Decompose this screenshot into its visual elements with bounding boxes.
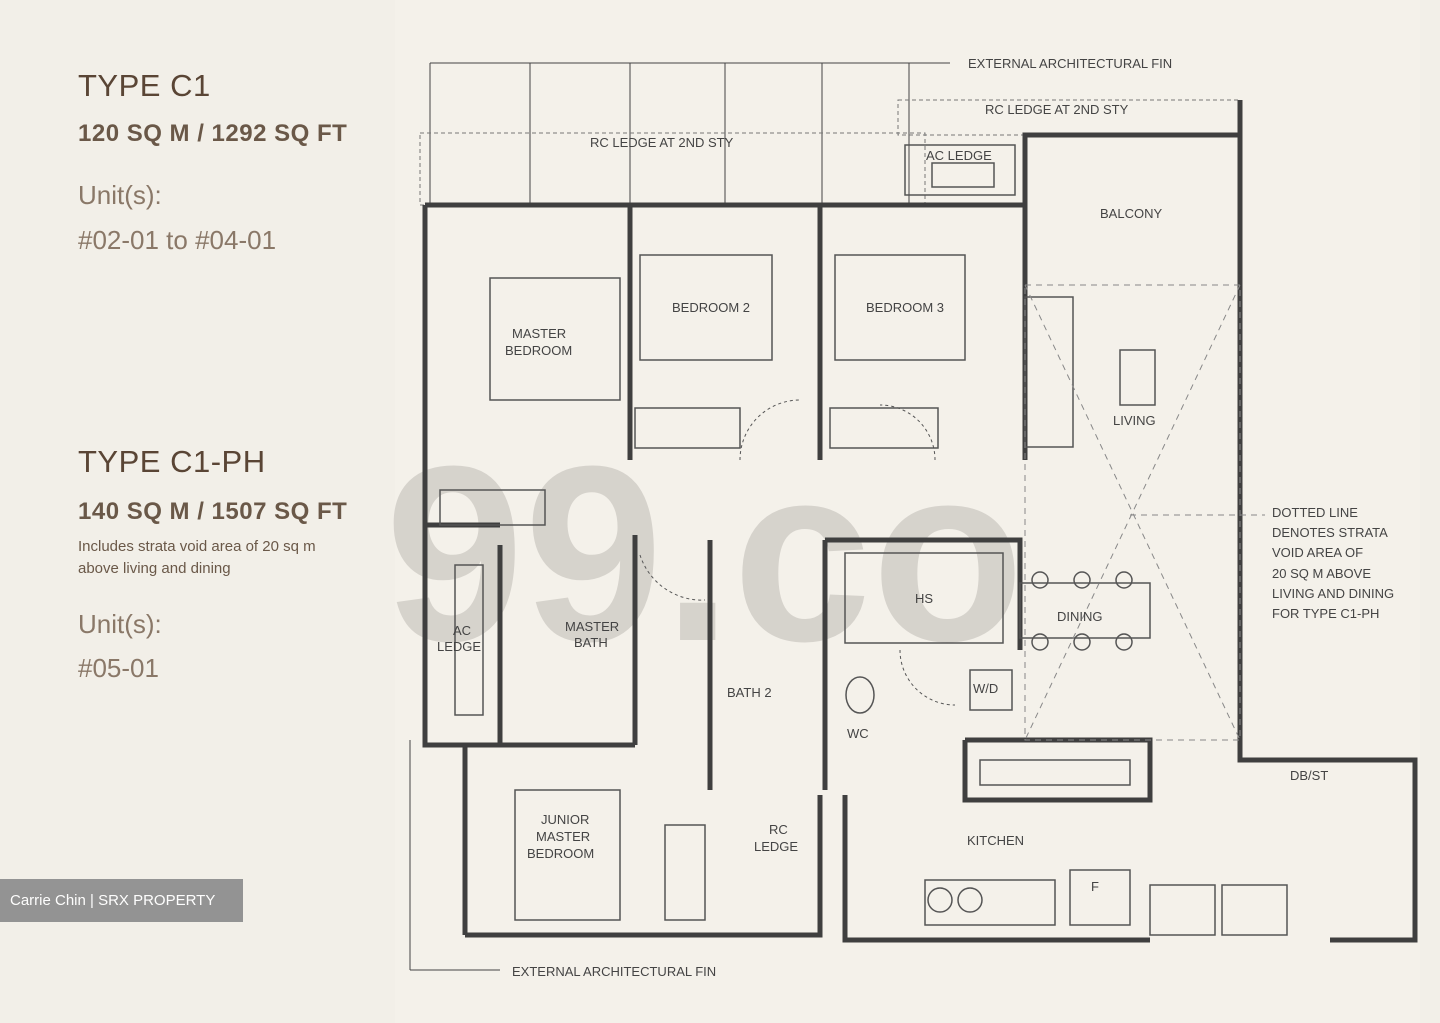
label-master-bath-1: MASTER — [565, 619, 619, 634]
type-c1-units: #02-01 to #04-01 — [78, 225, 277, 255]
label-ac-ledge-left-1: AC — [453, 623, 471, 638]
credit-badge: Carrie Chin | SRX PROPERTY — [0, 879, 243, 922]
dotted-note-line-3: VOID AREA OF — [1272, 545, 1363, 560]
type-c1-ph-units: #05-01 — [78, 653, 159, 683]
label-dbst: DB/ST — [1290, 768, 1328, 783]
dotted-note-line-6: FOR TYPE C1-PH — [1272, 606, 1379, 621]
type-c1-ph-note-2: above living and dining — [78, 560, 231, 577]
label-kitchen: KITCHEN — [967, 833, 1024, 848]
type-c1-ph-note-1: Includes strata void area of 20 sq m — [78, 538, 316, 555]
label-rc-ledge-2nd-b: RC LEDGE AT 2ND STY — [985, 102, 1129, 117]
label-rc-ledge-2nd-a: RC LEDGE AT 2ND STY — [590, 135, 734, 150]
strata-void-outline — [1024, 284, 1265, 741]
label-master-bath-2: BATH — [574, 635, 608, 650]
label-ac-ledge-top: AC LEDGE — [926, 148, 992, 163]
furniture — [439, 144, 1288, 936]
label-external-fin-top: EXTERNAL ARCHITECTURAL FIN — [968, 56, 1172, 71]
label-bath-2: BATH 2 — [727, 685, 772, 700]
label-fridge: F — [1091, 879, 1099, 894]
label-bedroom-3: BEDROOM 3 — [866, 300, 944, 315]
type-c1-area: 120 SQ M / 1292 SQ FT — [78, 120, 348, 147]
dotted-note-line-1: DOTTED LINE — [1272, 505, 1358, 520]
type-c1-ph-area: 140 SQ M / 1507 SQ FT — [78, 498, 348, 525]
type-c1-ph-units-label: Unit(s): — [78, 609, 162, 639]
label-living: LIVING — [1113, 413, 1156, 428]
type-c1-ph-title: TYPE C1-PH — [78, 444, 266, 479]
type-c1-title: TYPE C1 — [78, 68, 211, 103]
dimension-lines — [409, 62, 950, 971]
label-master-bedroom-1: MASTER — [512, 326, 566, 341]
label-junior-2: MASTER — [536, 829, 590, 844]
label-rc-ledge-1: RC — [769, 822, 788, 837]
floorplan-background — [395, 0, 1420, 1023]
door-arcs — [639, 399, 956, 706]
label-bedroom-2: BEDROOM 2 — [672, 300, 750, 315]
type-c1-units-label: Unit(s): — [78, 180, 162, 210]
label-hs: HS — [915, 591, 933, 606]
label-ac-ledge-left-2: LEDGE — [437, 639, 481, 654]
label-balcony: BALCONY — [1100, 206, 1162, 221]
label-junior-1: JUNIOR — [541, 812, 589, 827]
label-master-bedroom-2: BEDROOM — [505, 343, 572, 358]
label-junior-3: BEDROOM — [527, 846, 594, 861]
label-wd: W/D — [973, 681, 998, 696]
dotted-note-line-2: DENOTES STRATA — [1272, 525, 1388, 540]
label-dining: DINING — [1057, 609, 1103, 624]
dotted-note-line-5: LIVING AND DINING — [1272, 586, 1394, 601]
label-wc: WC — [847, 726, 869, 741]
label-rc-ledge-2: LEDGE — [754, 839, 798, 854]
dotted-note-line-4: 20 SQ M ABOVE — [1272, 566, 1371, 581]
label-external-fin-bottom: EXTERNAL ARCHITECTURAL FIN — [512, 964, 716, 979]
